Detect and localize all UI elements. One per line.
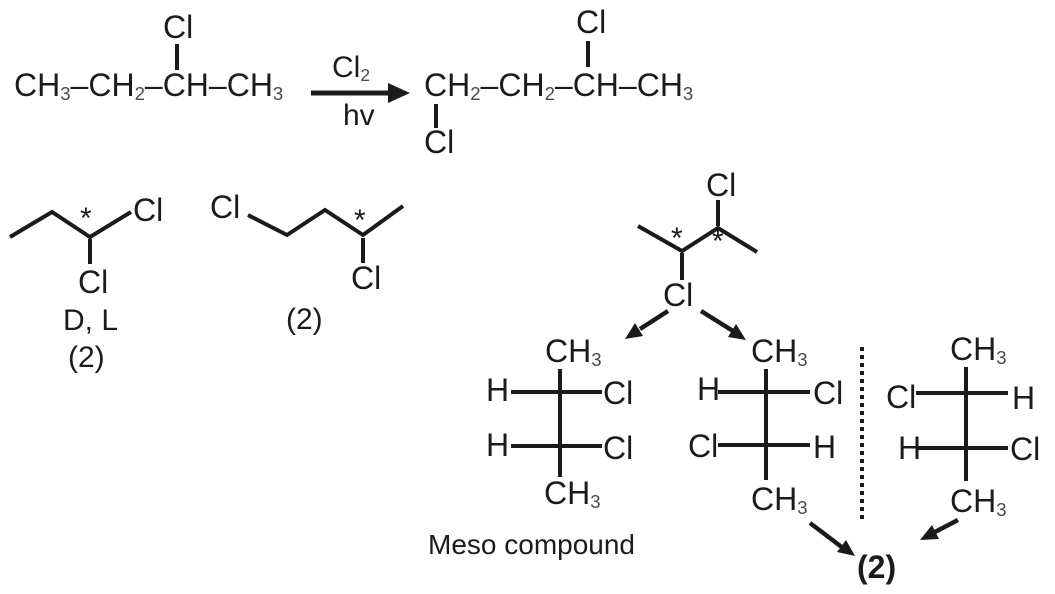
enantiomer-arrow-left-shaft: [808, 521, 845, 550]
product-formula: CH2–CH2–CH–CH3: [424, 69, 693, 104]
skeletal-left-count-label: (2): [68, 341, 105, 374]
fischer-right-ch3-bottom: CH3: [950, 485, 1007, 520]
enantiomer-arrow-right-shaft: [931, 518, 960, 535]
meso-compound-caption: Meso compound: [428, 529, 636, 560]
formula-part: –CH: [480, 67, 545, 103]
diverge-arrow-right-head: [728, 324, 746, 340]
fischer-meso-h2: H: [486, 427, 510, 463]
skeletal-right-star-left: *: [671, 222, 683, 255]
fischer-meso-h1: H: [486, 372, 510, 408]
fischer-meso-cl1: Cl: [603, 375, 634, 411]
formula-part: CH: [545, 333, 592, 369]
formula-part: CH: [14, 67, 61, 103]
skeletal-left-chain: [8, 209, 133, 240]
skeletal-left-cl-upper-label: Cl: [133, 192, 164, 228]
reactant-formula: CH3–CH2–CH–CH3: [14, 69, 283, 104]
product-cl-bottom-label: Cl: [424, 124, 455, 160]
fischer-meso-ch3-bottom: CH3: [544, 477, 601, 512]
formula-part: CH: [751, 333, 798, 369]
fischer-mid-cl1: Cl: [813, 375, 844, 411]
skeletal-left-cl-lower-label: Cl: [78, 264, 109, 300]
fischer-right-h1: H: [1012, 380, 1036, 416]
skeletal-left-dl-label: D, L: [63, 304, 119, 337]
fischer-right-cl1: Cl: [886, 379, 917, 415]
formula-subscript: 3: [60, 83, 71, 105]
formula-subscript: 3: [272, 83, 284, 105]
skeletal-mid-chiral-star: *: [354, 204, 366, 237]
formula-part: –CH–CH: [144, 67, 273, 103]
formula-subscript: 3: [682, 83, 694, 105]
skeletal-right-cl-bottom-label: Cl: [663, 277, 694, 313]
skeletal-mid-cl-left-label: Cl: [210, 189, 241, 225]
diverge-arrow-right-shaft: [699, 309, 735, 333]
formula-part: CH: [950, 331, 997, 367]
formula-part: –CH–CH: [554, 67, 683, 103]
reagent-label: Cl2: [332, 53, 370, 84]
formula-subscript: 2: [360, 64, 371, 85]
skeletal-right-star-right: *: [712, 225, 724, 258]
skeletal-right-cl-top-label: Cl: [706, 167, 737, 203]
skeletal-right-chain: [637, 224, 759, 254]
fischer-right-cl2: Cl: [1010, 431, 1041, 467]
formula-subscript: 3: [590, 491, 601, 513]
skeletal-mid-count-label: (2): [286, 303, 323, 336]
diverge-arrow-left-shaft: [638, 309, 670, 331]
diverge-arrow-left-head: [625, 323, 643, 339]
fischer-right-ch3-top: CH3: [950, 333, 1007, 368]
fischer-right-h2: H: [898, 430, 922, 466]
formula-part: CH: [751, 481, 798, 517]
formula-part: CH: [950, 483, 997, 519]
formula-part: CH: [544, 475, 591, 511]
formula-subscript: 3: [797, 497, 808, 519]
fischer-mid-ch3-bottom: CH3: [751, 483, 808, 518]
formula-subscript: 3: [996, 347, 1007, 369]
formula-subscript: 3: [797, 349, 808, 371]
fischer-mid-h1: H: [697, 371, 721, 407]
formula-subscript: 3: [591, 349, 602, 371]
reactant-cl-top-label: Cl: [163, 9, 194, 45]
fischer-mid-ch3-top: CH3: [751, 335, 808, 370]
fischer-mid-h2: H: [813, 429, 837, 465]
enantiomer-count-label: (2): [857, 549, 897, 585]
formula-subscript: 3: [996, 499, 1007, 521]
fischer-meso-cl2: Cl: [603, 430, 634, 466]
skeletal-mid-cl-lower-label: Cl: [351, 260, 382, 296]
formula-part: –CH: [70, 67, 135, 103]
formula-subscript: 2: [544, 83, 555, 105]
product-cl-top-label: Cl: [576, 4, 607, 40]
formula-subscript: 2: [134, 83, 145, 105]
skeletal-left-chiral-star: *: [80, 202, 92, 235]
enantiomer-arrow-right-head: [920, 525, 939, 540]
skeletal-mid-chain: [247, 204, 405, 238]
formula-part: Cl: [332, 51, 361, 84]
reaction-arrow-head: [388, 83, 410, 103]
fischer-mid-cl2: Cl: [688, 428, 719, 464]
fischer-meso-ch3-top: CH3: [545, 335, 602, 370]
condition-label: hv: [343, 99, 375, 132]
formula-part: CH: [424, 67, 471, 103]
formula-subscript: 2: [470, 83, 481, 105]
enantiomer-arrow-left-head: [837, 540, 855, 556]
